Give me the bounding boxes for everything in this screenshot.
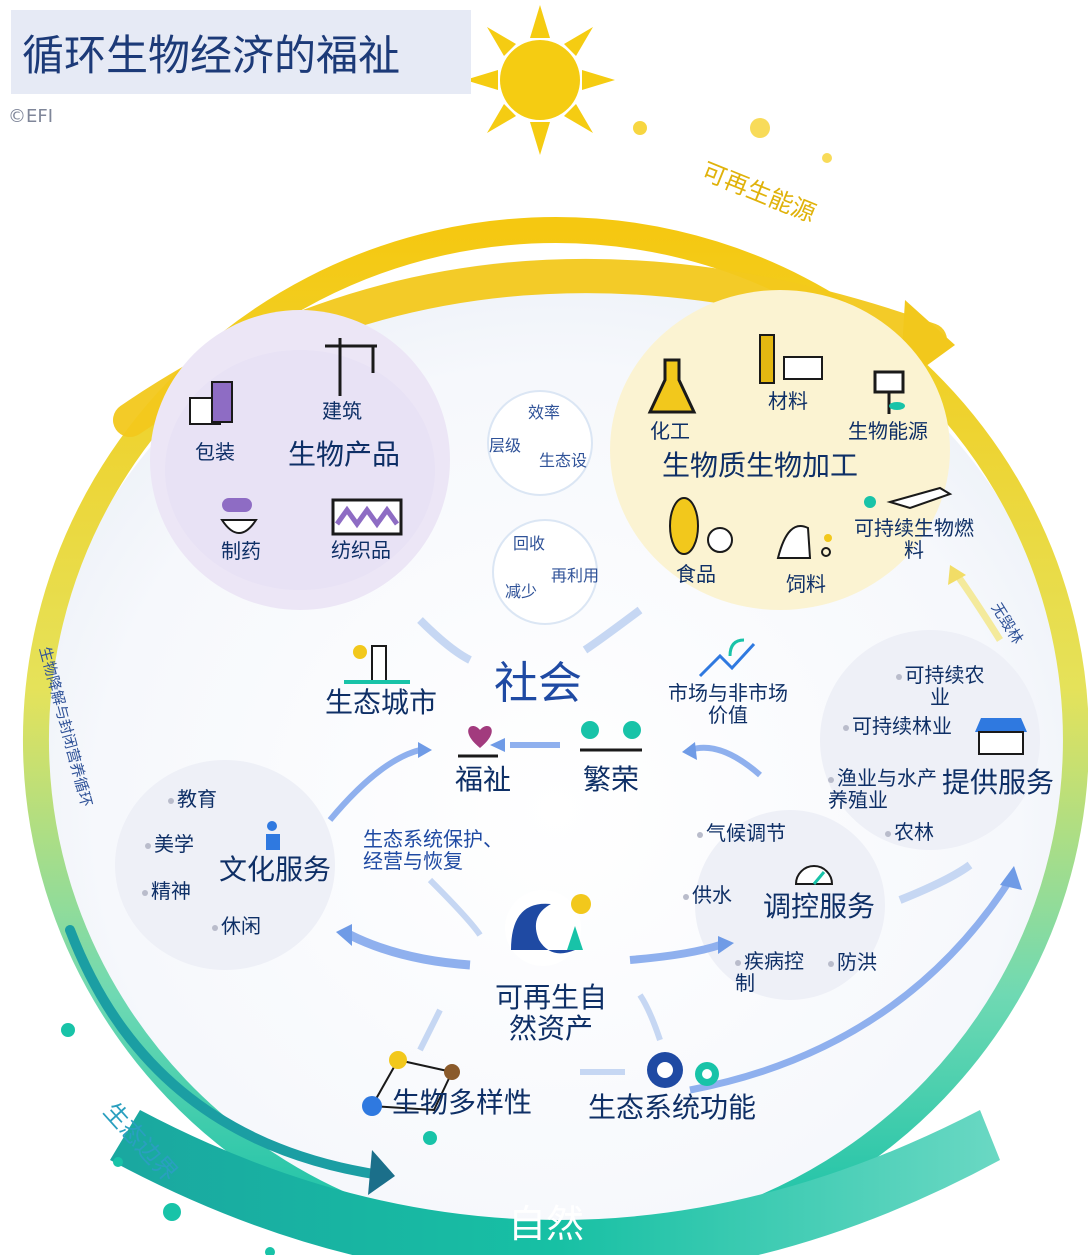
biodiversity-label: 生物多样性 [392,1086,533,1119]
cultural-leisure: 休闲 [212,915,261,937]
provisioning-title: 提供服务 [942,766,1055,799]
biomass-materials: 材料 [768,389,808,413]
provisioning-agriculture: 可持续农业 [895,664,985,708]
nature-band [110,1110,1000,1255]
market-icon [698,638,756,678]
ecological-boundary-arrowhead [368,1150,395,1195]
flow-arrow [629,941,722,964]
gear-icon [647,1052,719,1088]
eco-city-icon [344,645,410,684]
market-value-label: 市场与非市场价值 [668,681,788,727]
package-icon [189,381,233,425]
principles-top-circle [487,390,593,496]
cultural-spiritual: 精神 [142,880,191,902]
regulating-flood: 防洪 [828,951,877,973]
ecosystem-protection-label: 生态系统保护、经营与恢复 [363,827,503,873]
principle-reduce: 减少 [505,582,538,601]
copyright: ©EFI [8,106,54,127]
regulating-title: 调控服务 [763,890,876,923]
wellbeing-label: 福祉 [455,763,512,796]
ecological-boundary-arc [65,925,385,1180]
principle-ecodesign: 生态设 [539,451,588,470]
culture-person-icon [266,821,280,850]
sun-icon [465,5,615,155]
flow-arrow [689,878,1013,1094]
materials-icon [759,334,823,384]
provisioning-fisheries: 渔业与水产养殖业 [828,766,937,812]
bio-product-packaging: 包装 [195,440,235,464]
bio-product-construction: 建筑 [322,399,362,423]
biomass-biofuel: 可持续生物燃料 [854,516,974,562]
feed-icon [776,525,832,559]
eco-city-label: 生态城市 [325,686,438,719]
principle-efficiency: 效率 [528,403,561,422]
bio-product-pharma: 制药 [221,539,261,563]
flow-arrow [637,993,663,1041]
shop-icon [975,718,1027,755]
gauge-icon [794,865,834,885]
page-title: 循环生物经济的福祉 [22,31,401,80]
heart-hand-icon [458,726,498,758]
crane-icon [325,338,377,396]
title-box [11,10,471,94]
biomass-title: 生物质生物加工 [662,449,859,482]
cultural-bubble [115,760,335,970]
prosperity-label: 繁荣 [583,763,640,796]
provisioning-agroforestry: 农林 [885,821,934,843]
pharma-icon [220,498,258,534]
biomass-chemicals: 化工 [650,419,690,443]
cultural-education: 教育 [168,788,217,810]
plane-icon [864,486,953,510]
flow-arrow [347,930,471,970]
bio-products-title: 生物产品 [288,438,401,471]
regulating-climate: 气候调节 [697,822,786,844]
flow-arrow [417,617,472,664]
biodiversity-network-icon [362,1051,460,1145]
biomass-feed: 饲料 [786,572,826,596]
regulating-disease: 疾病控制 [735,950,815,994]
cultural-aesthetics: 美学 [145,833,194,855]
flow-arrow [417,1008,443,1052]
regulating-water: 供水 [683,884,732,906]
bioenergy-icon [873,370,905,414]
biomass-food: 食品 [676,562,716,586]
wave-icon [505,890,591,966]
society-title: 社会 [494,658,582,709]
scale-icon [580,721,642,752]
cultural-services-title: 文化服务 [219,853,332,886]
principle-reuse: 再利用 [551,566,600,585]
food-icon [669,497,733,555]
flask-icon [647,358,697,414]
principle-recycle: 回收 [513,534,546,553]
ecosystem-function-label: 生态系统功能 [588,1091,757,1124]
flow-arrow [327,747,421,822]
nature-label: 自然 [508,1202,585,1246]
natural-capital-label: 可再生自然资产 [494,981,607,1045]
principle-hierarchy: 层级 [489,436,522,455]
principles-mid-circle [492,519,598,625]
textile-icon [331,498,403,536]
flow-arrow [898,861,973,904]
flow-arrow [427,877,483,937]
flow-arrow [582,606,643,654]
provisioning-forestry: 可持续林业 [843,715,952,737]
bio-product-textiles: 纺织品 [331,538,391,562]
biomass-bioenergy: 生物能源 [848,419,928,443]
flow-arrow [689,744,762,778]
